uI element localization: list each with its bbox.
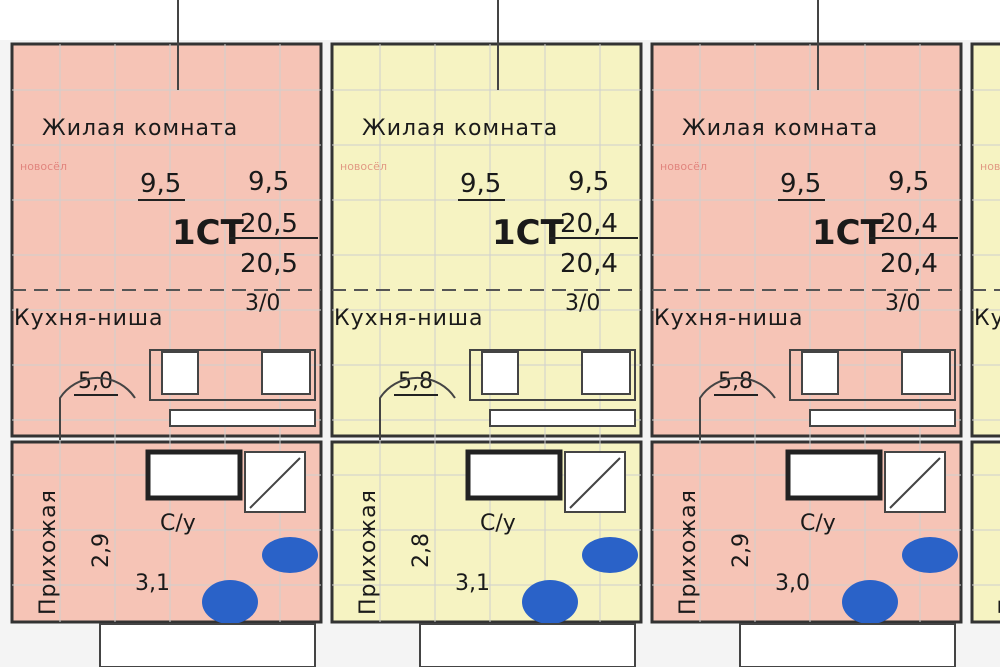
area-value: 20,4	[560, 209, 618, 239]
toilet-icon	[582, 537, 638, 573]
hall-area-2-label: 2,9	[729, 533, 754, 568]
shelf	[489, 409, 636, 427]
kitchen-counter	[789, 349, 956, 401]
area-value: 20,4	[880, 209, 938, 239]
toilet-icon	[262, 537, 318, 573]
corridor-wall	[99, 623, 316, 667]
bath-label: С/у	[160, 511, 196, 536]
bathtub-icon	[145, 449, 243, 501]
area-value: 3/0	[245, 291, 280, 316]
door-swing	[59, 376, 136, 440]
sink-icon	[481, 351, 519, 395]
living-area-label: 9,5	[780, 169, 821, 199]
kitchen-label: Кухня-ниша	[14, 306, 164, 331]
bath-label: С/у	[800, 511, 836, 536]
bathtub-icon	[465, 449, 563, 501]
sink-icon	[801, 351, 839, 395]
kitchen-counter	[149, 349, 316, 401]
watermark-text: новосёл	[20, 160, 67, 173]
apartment-unit-1: Жилая комната9,51СТ9,520,520,53/0Кухня-н…	[10, 0, 323, 667]
living-room-area	[970, 42, 1000, 438]
area-value: 9,5	[888, 167, 929, 197]
shower-diagonal	[569, 457, 621, 509]
living-room-label: Жилая комната	[682, 116, 878, 141]
bath-area-label: 3,1	[135, 571, 170, 596]
watermark-text: новосёл	[980, 160, 1000, 173]
apartment-code: 1СТ	[172, 213, 245, 253]
shower-diagonal	[249, 457, 301, 509]
washbasin-icon	[522, 580, 578, 624]
stove-icon	[581, 351, 631, 395]
sink-icon	[161, 351, 199, 395]
stove-icon	[901, 351, 951, 395]
bath-area-label: 3,1	[455, 571, 490, 596]
kitchen-label: Кухня-ниша	[654, 306, 804, 331]
door-swing	[699, 376, 776, 440]
stove-icon	[261, 351, 311, 395]
watermark-text: новосёл	[340, 160, 387, 173]
bath-label: С/у	[480, 511, 516, 536]
corridor-wall	[739, 623, 956, 667]
apartment-code: 1СТ	[812, 213, 885, 253]
hall-area-label: 5,0	[78, 369, 113, 394]
hallway-label: Прихожая	[36, 489, 61, 615]
toilet-icon	[902, 537, 958, 573]
area-value: 3/0	[885, 291, 920, 316]
living-area-label: 9,5	[460, 169, 501, 199]
area-value: 20,5	[240, 209, 298, 239]
bath-area-label: 3,0	[775, 571, 810, 596]
units-layer: Жилая комната9,51СТ9,520,520,53/0Кухня-н…	[10, 0, 1000, 667]
area-value: 20,4	[560, 249, 618, 279]
area-value: 9,5	[248, 167, 289, 197]
shower-diagonal	[889, 457, 941, 509]
living-room-label: Жилая комната	[42, 116, 238, 141]
hallway-area	[970, 440, 1000, 624]
corridor-wall	[419, 623, 636, 667]
washbasin-icon	[202, 580, 258, 624]
apartment-unit-2: Жилая комната9,51СТ9,520,420,43/0Кухня-н…	[330, 0, 643, 667]
hallway-label: При	[996, 567, 1000, 615]
shelf	[169, 409, 316, 427]
living-area-label: 9,5	[140, 169, 181, 199]
living-room-label: Жилая комната	[362, 116, 558, 141]
hallway-label: Прихожая	[676, 489, 701, 615]
area-value: 3/0	[565, 291, 600, 316]
kitchen-label: Кухня-ниша	[334, 306, 484, 331]
washbasin-icon	[842, 580, 898, 624]
bathtub-icon	[785, 449, 883, 501]
door-swing	[379, 376, 456, 440]
kitchen-counter	[469, 349, 636, 401]
hall-area-2-label: 2,9	[89, 533, 114, 568]
area-value: 9,5	[568, 167, 609, 197]
kitchen-label: Ку	[974, 306, 1000, 331]
shelf	[809, 409, 956, 427]
hall-area-label: 5,8	[398, 369, 433, 394]
top-wall-strip	[0, 0, 1000, 40]
area-value: 20,4	[880, 249, 938, 279]
apartment-unit-3: Жилая комната9,51СТ9,520,420,43/0Кухня-н…	[650, 0, 963, 667]
hall-area-2-label: 2,8	[409, 533, 434, 568]
hallway-label: Прихожая	[356, 489, 381, 615]
area-value: 20,5	[240, 249, 298, 279]
watermark-text: новосёл	[660, 160, 707, 173]
apartment-code: 1СТ	[492, 213, 565, 253]
hall-area-label: 5,8	[718, 369, 753, 394]
